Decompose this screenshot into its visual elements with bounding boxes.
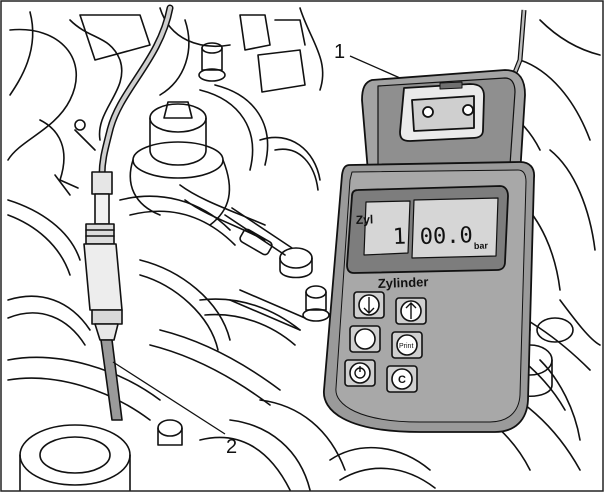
key-print-label: Print (399, 343, 413, 350)
brand-label: Zylinder (378, 274, 429, 291)
callout-leader-lines (112, 55, 401, 435)
key-print-ring (396, 334, 418, 356)
compression-tester-device (323, 9, 535, 433)
key-power-ring (349, 362, 371, 384)
arrow-down-icon (363, 297, 375, 314)
keypad (344, 291, 427, 393)
key-reset-label: C (398, 374, 406, 386)
lcd-cyl-value: 1 (392, 225, 406, 250)
lcd-reading: 00.0 (419, 223, 473, 250)
leader-line-2 (112, 361, 226, 435)
compression-hose-adapter (83, 4, 174, 421)
key-reset-ring (391, 368, 413, 390)
leader-line-1 (349, 55, 401, 79)
callout-2: 2 (226, 436, 237, 458)
lcd-unit: bar (474, 240, 489, 251)
lcd-cyl-label: Zyl (356, 212, 374, 227)
callout-1: 1 (334, 41, 345, 63)
arrow-up-icon (405, 302, 417, 319)
key-blank-ring (354, 328, 376, 350)
